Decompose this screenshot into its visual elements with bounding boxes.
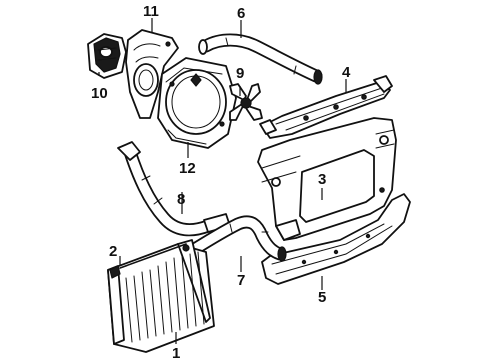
callouts: 1 2 3 4 5 6 7 8 9 10 11 12 bbox=[91, 3, 351, 360]
callout-11: 11 bbox=[143, 3, 159, 20]
callout-4: 4 bbox=[342, 64, 351, 81]
part-9-fan bbox=[229, 83, 263, 121]
callout-7: 7 bbox=[237, 272, 245, 289]
callout-10: 10 bbox=[91, 85, 108, 102]
part-2-drain bbox=[109, 265, 121, 279]
callout-1: 1 bbox=[172, 345, 180, 360]
callout-6: 6 bbox=[237, 5, 245, 22]
part-8-pipe bbox=[117, 141, 231, 237]
callout-9: 9 bbox=[236, 65, 244, 82]
part-5-lower-deflector bbox=[261, 193, 411, 285]
part-4-upper-support bbox=[259, 75, 393, 139]
callout-5: 5 bbox=[318, 289, 326, 306]
part-1-radiator bbox=[107, 239, 215, 353]
part-11-bracket bbox=[125, 29, 179, 119]
callout-12: 12 bbox=[179, 160, 196, 177]
callout-8: 8 bbox=[177, 191, 185, 208]
part-6-upper-hose bbox=[198, 33, 323, 85]
callout-3: 3 bbox=[318, 171, 326, 188]
part-3-radiator-support bbox=[257, 117, 397, 241]
part-12-fan-shroud bbox=[157, 57, 237, 149]
leader-lines bbox=[98, 18, 347, 344]
part-10-reservoir bbox=[87, 33, 127, 79]
callout-2: 2 bbox=[109, 243, 117, 260]
